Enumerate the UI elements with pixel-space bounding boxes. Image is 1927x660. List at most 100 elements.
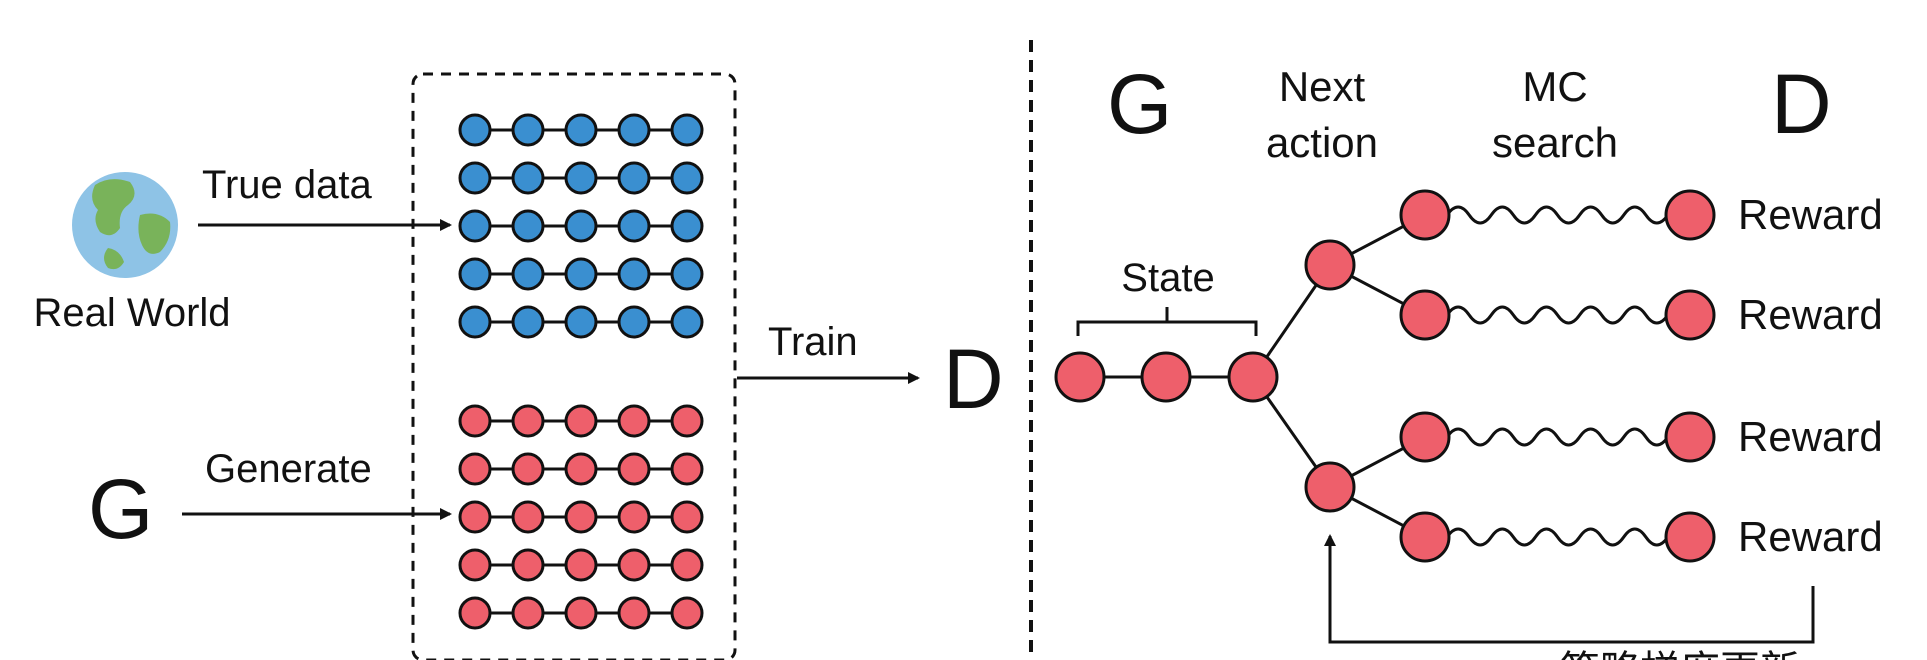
rollout-start-node	[1399, 411, 1451, 463]
rollout-start-node	[1399, 289, 1451, 341]
mc-search-header-line2: search	[1492, 119, 1618, 166]
mc-search-header-line1: MC	[1522, 63, 1587, 110]
state-node	[1227, 351, 1279, 403]
real-node	[458, 161, 492, 195]
real-node	[670, 113, 704, 147]
mc-rollout-path	[1423, 205, 1692, 225]
next-action-node	[1304, 239, 1356, 291]
generated-sequence	[458, 452, 704, 486]
left-panel: Real World True data G Generate Train D	[33, 72, 1004, 660]
state-nodes	[1054, 351, 1279, 403]
real-node	[617, 161, 651, 195]
real-node	[564, 113, 598, 147]
generated-node	[564, 596, 598, 630]
mc-rollout-path	[1423, 527, 1692, 547]
real-node	[564, 209, 598, 243]
real-node	[458, 257, 492, 291]
real-node	[511, 257, 545, 291]
g-header: G	[1107, 57, 1172, 151]
globe-icon	[72, 172, 178, 278]
rollout-nodes	[1399, 189, 1716, 563]
generated-sequence	[458, 548, 704, 582]
real-node	[564, 161, 598, 195]
generate-label: Generate	[205, 447, 372, 491]
right-panel: G Next action MC search D State	[1054, 57, 1883, 660]
generated-node	[511, 500, 545, 534]
generated-node	[617, 548, 651, 582]
generated-node	[511, 548, 545, 582]
real-node	[564, 305, 598, 339]
generated-node	[511, 404, 545, 438]
rollout-start-node	[1399, 511, 1451, 563]
real-node	[511, 161, 545, 195]
real-node	[670, 305, 704, 339]
generator-g-label: G	[88, 462, 153, 556]
real-sequence	[458, 113, 704, 147]
generated-node	[670, 596, 704, 630]
rollout-start-node	[1399, 189, 1451, 241]
real-sequences	[458, 113, 704, 339]
reward-label-1: Reward	[1738, 191, 1883, 238]
mc-rollout-path	[1423, 305, 1692, 325]
generated-node	[458, 596, 492, 630]
generated-node	[511, 452, 545, 486]
state-label: State	[1121, 256, 1214, 300]
real-node	[617, 257, 651, 291]
generated-sequence	[458, 500, 704, 534]
next-action-nodes	[1304, 239, 1356, 513]
generated-node	[511, 596, 545, 630]
next-action-header-line2: action	[1266, 119, 1378, 166]
generated-node	[458, 548, 492, 582]
reward-label-2: Reward	[1738, 291, 1883, 338]
next-action-node	[1304, 461, 1356, 513]
real-node	[511, 113, 545, 147]
true-data-label: True data	[202, 163, 372, 207]
generated-node	[617, 500, 651, 534]
real-node	[670, 161, 704, 195]
reward-label-3: Reward	[1738, 413, 1883, 460]
generated-node	[564, 404, 598, 438]
state-node	[1054, 351, 1106, 403]
real-node	[670, 209, 704, 243]
reward-label-4: Reward	[1738, 513, 1883, 560]
real-node	[458, 209, 492, 243]
real-node	[458, 113, 492, 147]
real-node	[670, 257, 704, 291]
training-data-box	[411, 72, 737, 660]
generated-node	[617, 596, 651, 630]
real-node	[617, 209, 651, 243]
generated-node	[458, 452, 492, 486]
generated-node	[458, 500, 492, 534]
generated-node	[458, 404, 492, 438]
generated-sequences	[458, 404, 704, 630]
rollout-end-node	[1664, 289, 1716, 341]
real-sequence	[458, 305, 704, 339]
generated-sequence	[458, 404, 704, 438]
real-sequence	[458, 257, 704, 291]
rollout-end-node	[1664, 511, 1716, 563]
train-label: Train	[768, 320, 858, 364]
generated-sequence	[458, 596, 704, 630]
mc-search-rollouts	[1423, 205, 1692, 547]
generated-node	[670, 404, 704, 438]
generated-node	[564, 548, 598, 582]
generated-node	[617, 452, 651, 486]
state-bracket	[1076, 307, 1258, 336]
real-sequence	[458, 209, 704, 243]
mc-rollout-path	[1423, 427, 1692, 447]
generated-node	[564, 500, 598, 534]
state-node	[1140, 351, 1192, 403]
generated-node	[670, 500, 704, 534]
rollout-end-node	[1664, 189, 1716, 241]
real-node	[511, 305, 545, 339]
real-node	[564, 257, 598, 291]
real-sequence	[458, 161, 704, 195]
rollout-end-node	[1664, 411, 1716, 463]
real-node	[617, 305, 651, 339]
next-action-header-line1: Next	[1279, 63, 1366, 110]
real-node	[617, 113, 651, 147]
reward-feedback-arrow	[1324, 534, 1815, 644]
bottom-partial-text: 策略梯度更新	[1560, 649, 1800, 660]
generated-node	[617, 404, 651, 438]
